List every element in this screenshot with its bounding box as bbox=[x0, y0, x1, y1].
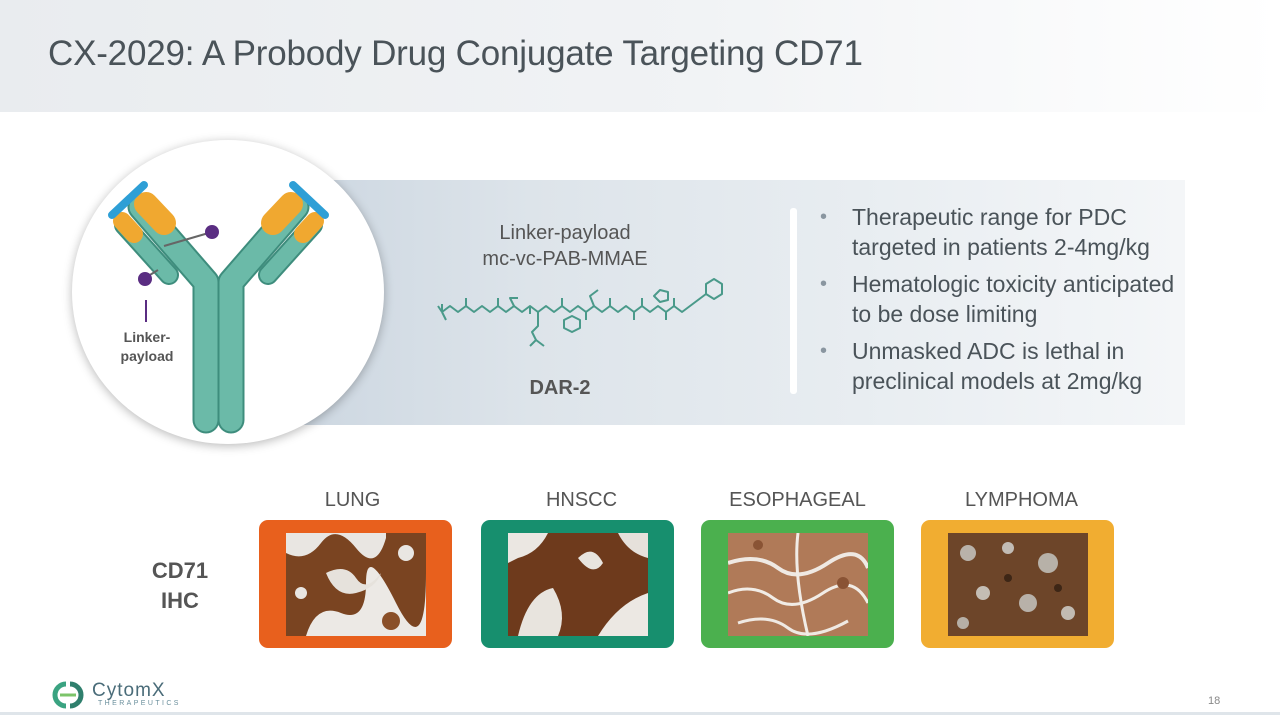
antibody-diagram bbox=[108, 181, 329, 434]
tissue-name-lung: LUNG bbox=[324, 489, 381, 511]
ihc-label: IHC bbox=[161, 588, 199, 613]
key-point: • Therapeutic range for PDC targeted in … bbox=[818, 202, 1218, 262]
info-band bbox=[250, 180, 1185, 425]
tissue-name-esophageal: ESOPHAGEAL bbox=[729, 489, 866, 511]
header-band bbox=[0, 0, 1280, 112]
tissue-image-hnscc bbox=[508, 533, 648, 636]
antibody-gold-domains bbox=[113, 192, 324, 243]
key-point: • Unmasked ADC is lethal in preclinical … bbox=[818, 336, 1218, 396]
key-point-line: Hematologic toxicity anticipated bbox=[852, 271, 1175, 297]
tissue-name-hnscc: HNSCC bbox=[545, 489, 618, 511]
footer-rule bbox=[0, 712, 1280, 715]
key-point-line: to be dose limiting bbox=[852, 301, 1038, 327]
tissue-panel-hnscc bbox=[481, 520, 674, 648]
slide-title: CX-2029: A Probody Drug Conjugate Target… bbox=[48, 34, 863, 73]
key-point-line: targeted in patients 2-4mg/kg bbox=[852, 234, 1150, 260]
tissue-panel-lymphoma bbox=[921, 520, 1114, 648]
key-point: • Hematologic toxicity anticipated to be… bbox=[818, 269, 1218, 329]
key-points-list: • Therapeutic range for PDC targeted in … bbox=[818, 202, 1218, 403]
section-divider bbox=[790, 208, 797, 394]
antibody-heavy-chains bbox=[127, 193, 310, 434]
bullet-icon: • bbox=[820, 340, 828, 362]
tissue-name-lymphoma: LYMPHOMA bbox=[965, 489, 1078, 511]
linker-payload-heading: Linker-payload mc-vc-PAB-MMAE bbox=[460, 220, 670, 272]
linker-payload-label: Linker- payload bbox=[112, 328, 182, 366]
cd71-label: CD71 bbox=[151, 558, 209, 583]
page-number: 18 bbox=[1208, 695, 1221, 707]
tissue-panel-lung bbox=[259, 520, 452, 648]
dar-label: DAR-2 bbox=[529, 377, 591, 399]
mmae-structure-diagram bbox=[437, 278, 723, 347]
key-point-line: Therapeutic range for PDC bbox=[852, 204, 1127, 230]
logo-subtitle: THERAPEUTICS bbox=[98, 700, 181, 707]
logo-wordmark: CytomX bbox=[92, 680, 166, 701]
linker-payload-title: Linker-payload bbox=[499, 222, 631, 244]
tissue-image-esophageal bbox=[728, 533, 868, 636]
linker-payload-chemistry: mc-vc-PAB-MMAE bbox=[482, 248, 648, 270]
tissue-image-lymphoma bbox=[948, 533, 1088, 636]
tissue-image-lung bbox=[286, 533, 426, 636]
key-point-line: preclinical models at 2mg/kg bbox=[852, 368, 1143, 394]
linker-payload-molecules bbox=[138, 225, 219, 322]
linker-payload-label-line2: payload bbox=[120, 348, 174, 364]
bullet-icon: • bbox=[820, 273, 828, 295]
cytomx-logo-icon bbox=[52, 681, 84, 709]
linker-payload-label-line1: Linker- bbox=[123, 329, 171, 345]
tissue-panel-esophageal bbox=[701, 520, 894, 648]
antibody-mask-domains bbox=[108, 181, 329, 219]
cd71-ihc-label: CD71 IHC bbox=[140, 556, 220, 616]
key-point-line: Unmasked ADC is lethal in bbox=[852, 338, 1125, 364]
bullet-icon: • bbox=[820, 206, 828, 228]
